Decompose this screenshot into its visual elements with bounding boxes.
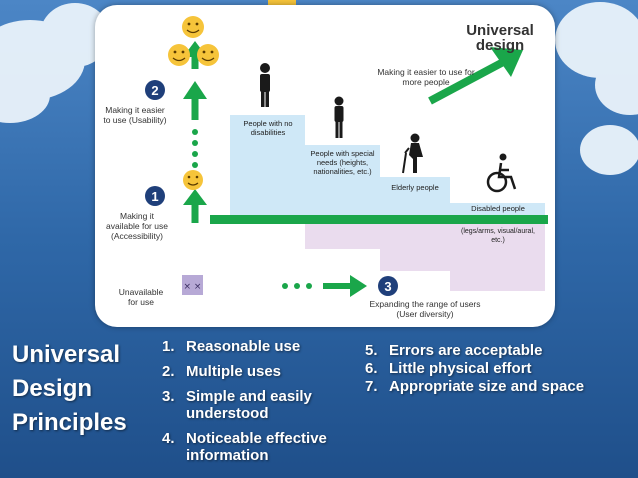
principle-text: Noticeable effective information	[186, 430, 327, 464]
up-arrow-icon	[183, 81, 207, 120]
step-block-disabled	[450, 203, 545, 215]
dotted-connector	[192, 129, 198, 168]
smiley-icon	[197, 44, 219, 66]
slide-title: Universal Design Principles	[12, 338, 152, 440]
slide-title-line: Design	[12, 375, 93, 402]
step-label-special-needs: People with special needs (heights, nati…	[310, 149, 375, 176]
unserved-region	[380, 249, 545, 271]
principle-item: 3. Simple and easily understood	[162, 388, 362, 422]
principle-text: Appropriate size and space	[389, 378, 585, 395]
principle-number: 1.	[162, 338, 175, 355]
disabled-detail: (legs/arms, visual/aural, etc.)	[461, 228, 535, 244]
smiley-icon	[183, 170, 203, 190]
principle-item: 4. Noticeable effective information	[162, 430, 362, 464]
user-diversity-caption: Expanding the range of users (User diver…	[369, 299, 481, 319]
person-icon	[334, 96, 344, 138]
step-label-elderly: Elderly people	[391, 183, 439, 192]
principle-item: 7. Appropriate size and space	[365, 378, 630, 395]
step-block-elderly	[380, 177, 450, 215]
level-badge-icon	[145, 80, 165, 100]
principles-list-left: 1. Reasonable use 2. Multiple uses 3. Simpl…	[162, 338, 362, 472]
principle-item: 1. Reasonable use	[162, 338, 362, 355]
principle-number: 5.	[365, 342, 378, 359]
accessibility-caption: Making it available for use (Accessibili…	[106, 211, 168, 241]
top-sun-decoration	[268, 0, 296, 6]
principle-text: Little physical effort	[389, 360, 532, 377]
step-label-no-disabilities: People with no disabilities	[243, 119, 293, 137]
step-block-special-needs	[305, 145, 380, 215]
principles-list-right: 5. Errors are acceptable 6. Little physica…	[365, 342, 630, 396]
slide-title-line: Universal	[12, 341, 121, 368]
universal-design-title: Universal design	[466, 22, 534, 54]
principle-number: 6.	[365, 360, 378, 377]
diagram-graphics: × × 2 1 3	[145, 16, 548, 297]
arrow-caption: Making it easier to use for more people	[377, 67, 475, 87]
principle-number: 2.	[162, 363, 175, 380]
principle-number: 3.	[162, 388, 175, 405]
elderly-person-icon	[402, 133, 423, 174]
level-badge-icon	[145, 186, 165, 206]
principle-number: 7.	[365, 378, 378, 395]
svg-text:× ×: × ×	[184, 282, 202, 292]
unavailable-caption: Unavailable for use	[118, 287, 164, 307]
slide-title-line: Principles	[12, 409, 127, 436]
up-arrow-icon	[183, 189, 207, 223]
smiley-icon	[168, 44, 190, 66]
person-icon	[260, 63, 270, 107]
diagonal-up-arrow-icon	[428, 47, 523, 105]
principle-text: Simple and easily understood	[186, 388, 312, 422]
unserved-region	[305, 223, 545, 249]
level-number: 2	[151, 83, 158, 98]
unserved-region	[450, 271, 545, 291]
universal-design-diagram: × × 2 1 3	[95, 5, 555, 327]
principle-text: Reasonable use	[186, 338, 301, 355]
smiley-icon	[182, 16, 204, 38]
level-badge-icon	[378, 276, 398, 296]
principle-item: 6. Little physical effort	[365, 360, 630, 377]
level-number: 1	[151, 189, 158, 204]
principle-text: Errors are acceptable	[389, 342, 543, 359]
principle-number: 4.	[162, 430, 175, 447]
principle-item: 2. Multiple uses	[162, 363, 362, 380]
right-arrow-icon	[282, 275, 367, 297]
usability-caption: Making it easier to use (Usability)	[103, 105, 167, 125]
principle-item: 5. Errors are acceptable	[365, 342, 630, 359]
accessibility-bar	[210, 215, 548, 224]
principle-text: Multiple uses	[186, 363, 282, 380]
cloud-decoration	[0, 2, 638, 175]
step-label-disabled: Disabled people	[471, 204, 525, 213]
wheelchair-icon	[486, 153, 517, 193]
step-block-no-disabilities	[230, 115, 305, 215]
frown-face-icon: × ×	[182, 275, 203, 295]
level-number: 3	[384, 279, 391, 294]
